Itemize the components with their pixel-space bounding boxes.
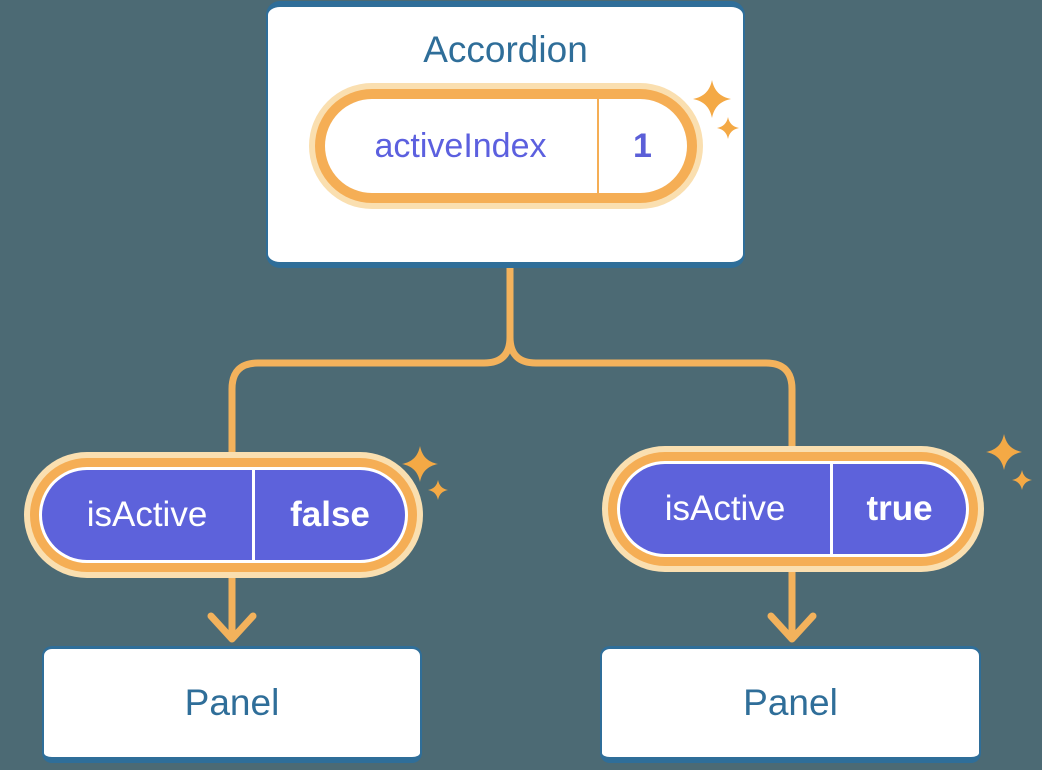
prop-pill-left-body: isActive false [42, 470, 405, 560]
prop-pill-right-body: isActive true [620, 464, 966, 554]
prop-pill-left-ring: isActive false [30, 458, 417, 572]
connector-right-branch [506, 264, 796, 454]
accordion-title: Accordion [423, 29, 588, 70]
prop-label-left: isActive [86, 495, 208, 534]
sparkle-icon [717, 117, 739, 139]
prop-value-left: false [290, 495, 370, 534]
prop-pill-left-outline: isActive false [39, 467, 408, 563]
state-value: 1 [633, 126, 652, 165]
prop-pill-left: isActive false [24, 452, 423, 578]
arrow-down-right-icon [767, 612, 817, 643]
panel-title-left: Panel [184, 682, 280, 723]
sparkle-icon [986, 434, 1022, 470]
state-label: activeIndex [374, 126, 547, 165]
state-pill: activeIndex 1 [308, 83, 703, 209]
prop-pill-right: isActive true [602, 446, 984, 572]
prop-pill-right-ring: isActive true [608, 452, 978, 566]
prop-pill-right-outline: isActive true [617, 461, 969, 557]
panel-card-left: Panel [42, 646, 422, 763]
state-pill-ring: activeIndex 1 [314, 89, 697, 203]
panel-title-right: Panel [743, 682, 838, 723]
state-pill-divider [596, 99, 599, 193]
connector-left-branch [228, 264, 514, 460]
arrow-down-left-icon [207, 612, 257, 643]
prop-pill-right-divider [830, 464, 833, 554]
state-pill-body: activeIndex 1 [324, 99, 687, 193]
prop-value-right: true [866, 489, 933, 528]
prop-label-right: isActive [664, 489, 786, 528]
sparkle-icon [402, 446, 438, 482]
accordion-card: Accordion activeIndex 1 [266, 1, 745, 268]
sparkle-icon [693, 80, 731, 118]
panel-card-right: Panel [600, 646, 981, 763]
sparkle-icon [1012, 470, 1032, 490]
sparkle-icon [428, 480, 448, 500]
prop-pill-left-divider [252, 470, 255, 560]
